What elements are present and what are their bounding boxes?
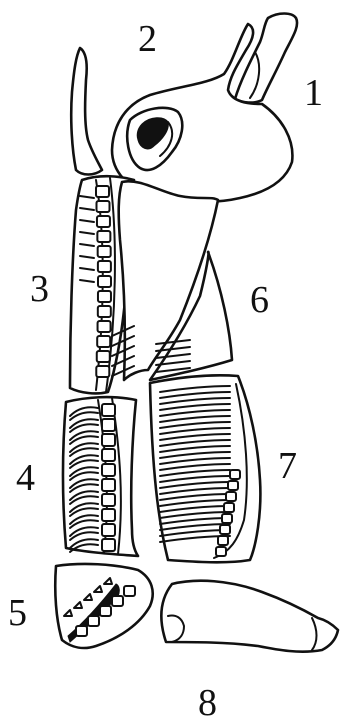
label-5: 5 <box>8 592 27 634</box>
vertebra-rib <box>102 509 115 521</box>
label-4: 4 <box>16 457 35 499</box>
vertebra-loin <box>98 261 111 272</box>
label-2: 2 <box>138 18 157 60</box>
piece-6 <box>119 181 232 380</box>
vertebra-loin <box>97 216 110 227</box>
label-1: 1 <box>304 72 323 114</box>
vertebra-chuck <box>124 586 135 596</box>
cartilage <box>228 481 238 490</box>
label-6: 6 <box>250 279 269 321</box>
label-8: 8 <box>198 682 217 724</box>
vertebra-loin <box>96 201 109 212</box>
vertebra-loin <box>98 321 111 332</box>
vertebra-rib <box>102 524 115 536</box>
vertebra-rib <box>102 539 115 551</box>
vertebra-rib <box>102 479 115 491</box>
vertebra-chuck <box>112 596 123 606</box>
cartilage <box>230 470 240 479</box>
vertebra-rib <box>102 449 115 461</box>
vertebra-loin <box>97 231 110 242</box>
cartilage <box>224 503 234 512</box>
cartilage <box>220 525 230 534</box>
vertebra-loin <box>96 186 109 197</box>
label-7: 7 <box>278 445 297 487</box>
cartilage <box>218 536 228 545</box>
vertebra-loin <box>97 351 110 362</box>
vertebra-chuck <box>76 626 87 636</box>
piece-8 <box>161 581 338 652</box>
vertebra-rib <box>102 419 115 431</box>
vertebra-rib <box>102 404 115 416</box>
vertebra-rib <box>102 464 115 476</box>
vertebra-chuck <box>88 616 99 626</box>
vertebra-rib <box>102 494 115 506</box>
vertebra-rib <box>102 434 115 446</box>
vertebra-loin <box>98 246 111 257</box>
vertebra-chuck <box>100 606 111 616</box>
vertebra-loin <box>98 306 111 317</box>
tail-strip <box>71 48 102 175</box>
vertebra-loin <box>98 276 111 287</box>
piece-1 <box>235 14 297 103</box>
cartilage <box>226 492 236 501</box>
cartilage <box>216 547 226 556</box>
vertebra-loin <box>96 366 109 377</box>
vertebra-loin <box>97 336 110 347</box>
vertebra-loin <box>98 291 111 302</box>
cartilage <box>222 514 232 523</box>
label-3: 3 <box>30 268 49 310</box>
